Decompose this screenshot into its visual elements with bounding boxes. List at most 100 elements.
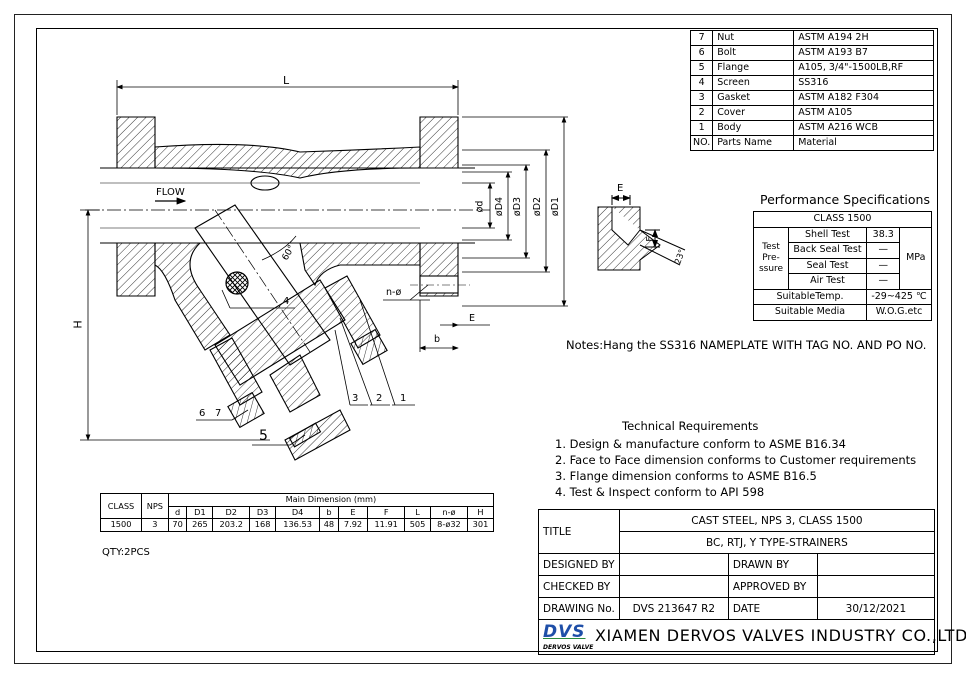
dim-L: L [283, 74, 290, 87]
perf-test-value: — [865, 257, 901, 274]
company-row: DVS DERVOS VALVE XIAMEN DERVOS VALVES IN… [538, 619, 966, 655]
checked-by-value [618, 575, 729, 598]
part-material: ASTM A105 [793, 105, 934, 121]
dim-value: 48 [319, 518, 339, 532]
detail-E: E [617, 183, 624, 194]
ring-groove-detail [597, 195, 686, 271]
dim-value: 7.92 [337, 518, 369, 532]
part-name: Bolt [712, 45, 795, 61]
checked-by-label: CHECKED BY [538, 575, 620, 598]
callout-2: 2 [376, 393, 383, 404]
dim-column-header: D2 [212, 505, 251, 519]
drain-flange [284, 409, 351, 461]
performance-title: Performance Specifications [760, 192, 930, 207]
date-value: 30/12/2021 [816, 597, 936, 620]
dim-E: E [469, 313, 476, 324]
perf-test-label: Test Pre- ssure [753, 226, 789, 290]
dim-nps-value: 3 [140, 518, 169, 532]
part-material: ASTM A216 WCB [793, 120, 934, 136]
body-top-wall [154, 143, 421, 179]
part-material: SS316 [793, 75, 934, 91]
part-number: 5 [689, 60, 714, 76]
perf-temp: -29~425 ℃ [865, 288, 933, 305]
dim-D1: øD1 [550, 196, 562, 217]
perf-class: CLASS 1500 [753, 211, 932, 228]
part-material: A105, 3/4"-1500LB,RF [793, 60, 934, 76]
callout-7: 7 [215, 408, 222, 419]
part-name: Nut [712, 30, 795, 46]
dim-main-header: Main Dimension (mm) [167, 493, 495, 507]
company-name: XIAMEN DERVOS VALVES INDUSTRY CO.,LTD [595, 626, 966, 645]
left-flange-top [116, 116, 156, 169]
dim-column-header: E [337, 505, 369, 519]
body-bottom-right [299, 242, 421, 287]
part-material: ASTM A194 2H [793, 30, 934, 46]
perf-test-value: — [865, 273, 901, 290]
left-flange-bottom [116, 242, 156, 297]
part-name: Cover [712, 105, 795, 121]
dim-value: 70 [167, 518, 188, 532]
dim-column-header: b [319, 505, 339, 519]
perf-test-name: Air Test [788, 273, 867, 290]
dim-column-header: H [466, 505, 495, 519]
dim-class-value: 1500 [100, 518, 142, 532]
dim-column-header: F [367, 505, 406, 519]
callout-4: 4 [283, 296, 290, 307]
part-name: Flange [712, 60, 795, 76]
perf-unit: MPa [899, 226, 932, 290]
parts-header-name: Parts Name [712, 135, 795, 151]
dim-column-header: L [404, 505, 431, 519]
screen-mesh [225, 271, 249, 295]
callout-6: 6 [199, 408, 206, 419]
dim-d: ød [474, 200, 486, 213]
dim-value: 8-ø32 [429, 518, 468, 532]
dim-column-header: n-ø [429, 505, 468, 519]
part-number: 6 [689, 45, 714, 61]
tech-req-list: 1. Design & manufacture conform to ASME … [555, 436, 916, 500]
part-material: ASTM A182 F304 [793, 90, 934, 106]
dim-class-header: CLASS [100, 493, 142, 519]
right-flange-top [419, 116, 459, 169]
dim-value: 505 [404, 518, 431, 532]
drawn-by-value [816, 553, 936, 576]
part-name: Gasket [712, 90, 795, 106]
part-number: 4 [689, 75, 714, 91]
dim-column-header: d [167, 505, 188, 519]
parts-header-no: NO. [689, 135, 714, 151]
callout-1: 1 [400, 393, 407, 404]
dim-b: b [434, 334, 441, 345]
perf-media-label: Suitable Media [753, 304, 867, 321]
tech-req-item: 1. Design & manufacture conform to ASME … [555, 437, 846, 451]
logo-subtext: DERVOS VALVE [543, 644, 594, 651]
dim-column-header: D4 [275, 505, 321, 519]
drawing-no-value: DVS 213647 R2 [618, 597, 729, 620]
dim-D2: øD2 [532, 196, 544, 217]
title-line1: CAST STEEL, NPS 3, CLASS 1500 [618, 509, 936, 532]
body-bottom-left [154, 242, 231, 351]
part-name: Screen [712, 75, 795, 91]
callout-5: 5 [259, 428, 268, 444]
performance-table: CLASS 1500 Test Pre- ssure Shell Test 38… [753, 211, 933, 321]
part-material: ASTM A193 B7 [793, 45, 934, 61]
dim-n-phi: n-ø [386, 287, 402, 298]
dim-H: H [71, 320, 85, 329]
designed-by-value [618, 553, 729, 576]
tech-req-item: 3. Flange dimension conforms to ASME B16… [555, 469, 817, 483]
part-name: Body [712, 120, 795, 136]
part-number: 3 [689, 90, 714, 106]
dim-column-header: D3 [249, 505, 277, 519]
cover-stub [269, 354, 321, 413]
dim-D4: øD4 [494, 196, 506, 217]
dim-value: 301 [466, 518, 495, 532]
detail-F: F [645, 236, 656, 242]
title-block: TITLE CAST STEEL, NPS 3, CLASS 1500 BC, … [538, 509, 966, 655]
